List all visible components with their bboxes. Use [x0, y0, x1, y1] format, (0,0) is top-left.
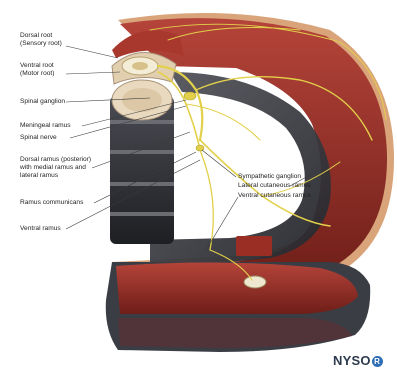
label-ramus-communicans: Ramus communicans	[20, 199, 83, 207]
label-dorsal-ramus: Dorsal ramus (posterior) with medial ram…	[20, 156, 91, 181]
vertebral-body-core	[122, 88, 162, 112]
brand-mark-icon: R	[372, 356, 383, 367]
label-spinal-nerve: Spinal nerve	[20, 134, 57, 142]
label-lateral-cutaneous-ramus: Lateral cutaneous ramus	[238, 182, 311, 190]
gray-matter	[132, 62, 148, 70]
label-meningeal-ramus: Meningeal ramus	[20, 122, 71, 130]
spinal-ganglion	[184, 92, 196, 100]
label-spinal-ganglion: Spinal ganglion	[20, 98, 65, 106]
brand-name: NYSO	[333, 353, 371, 368]
label-ventral-cutaneous-ramus: Ventral cutaneous ramus	[238, 192, 311, 200]
ventral-cutaneous-exit	[244, 276, 266, 288]
vertebral-disc-line	[110, 150, 174, 154]
vertebral-disc-line	[110, 182, 174, 186]
label-sympathetic-ganglion: Sympathetic ganglion	[238, 173, 301, 181]
rectus-muscle	[236, 236, 272, 256]
abdominal-muscle-band	[116, 262, 358, 314]
vertebral-disc-line	[110, 120, 174, 124]
label-ventral-root: Ventral root (Motor root)	[20, 62, 54, 78]
sympathetic-ganglion	[196, 145, 204, 151]
label-dorsal-root: Dorsal root (Sensory root)	[20, 32, 62, 48]
label-ventral-ramus: Ventral ramus	[20, 225, 61, 233]
vertebral-disc-line	[110, 212, 174, 216]
